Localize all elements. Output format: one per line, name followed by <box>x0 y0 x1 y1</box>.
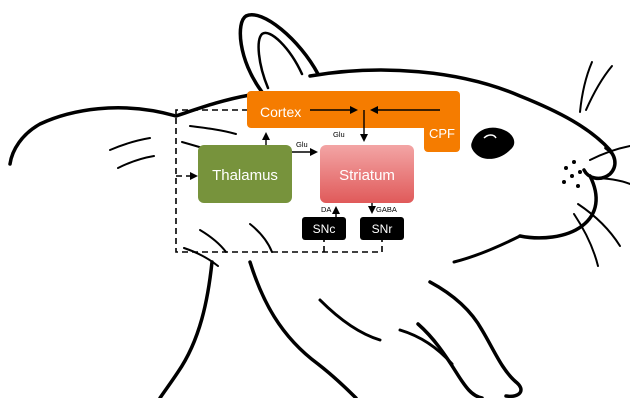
rat-whisker-4 <box>579 61 593 113</box>
rat-jaw <box>518 174 598 240</box>
rat-paw <box>398 328 454 366</box>
rat-fur-3 <box>199 229 227 253</box>
edge-label-thalamus-striatum: Glu <box>296 140 308 149</box>
cpf-box <box>424 91 460 152</box>
striatum-box <box>320 145 414 203</box>
snc-label: SNc <box>313 222 336 236</box>
rat-fur-5 <box>249 223 273 253</box>
snr-label: SNr <box>372 222 393 236</box>
cortex-label: Cortex <box>260 104 301 120</box>
rat-whisker-5 <box>577 203 621 247</box>
dashed-loop-path <box>175 109 383 253</box>
dashed-loop <box>175 109 383 253</box>
rat-cheek <box>452 234 522 264</box>
rat-fur-6 <box>109 137 151 151</box>
rat-fur-7 <box>117 155 155 169</box>
rat-ear-outline <box>238 13 320 94</box>
rat-head-top <box>308 68 612 152</box>
rat-whisker-6 <box>573 213 599 267</box>
rat-front-leg <box>428 280 523 398</box>
rat-illustration <box>8 13 630 398</box>
edge-label-snc-striatum: DA <box>321 205 331 214</box>
edge-label-cortex-striatum: Glu <box>333 130 345 139</box>
snc-box <box>302 217 346 240</box>
cpf-label: CPF <box>429 126 455 141</box>
rat-fur-4 <box>183 247 219 267</box>
rat-eye <box>471 127 515 159</box>
rat-nose <box>582 146 617 181</box>
rat-body-mid <box>318 298 382 342</box>
rat-whisker-pads <box>562 160 582 188</box>
rat-fur-1 <box>189 125 237 135</box>
rat-chest <box>248 260 358 398</box>
thalamus-label: Thalamus <box>212 167 278 184</box>
striatum-label: Striatum <box>339 167 395 184</box>
circuit-arrows <box>262 106 440 217</box>
rat-back <box>8 106 178 166</box>
rat-whisker-1 <box>589 145 630 161</box>
snr-box <box>360 217 404 240</box>
edge-label-striatum-snr: GABA <box>376 205 397 214</box>
rat-ear-inner <box>257 31 304 90</box>
rat-front-leg-inner <box>416 322 484 398</box>
thalamus-box <box>198 145 292 203</box>
rat-whisker-2 <box>591 177 630 185</box>
rat-eye-highlight <box>483 134 497 139</box>
rat-back-curve <box>174 93 252 118</box>
rat-body-lower <box>158 260 214 398</box>
rat-whisker-3 <box>585 65 613 111</box>
